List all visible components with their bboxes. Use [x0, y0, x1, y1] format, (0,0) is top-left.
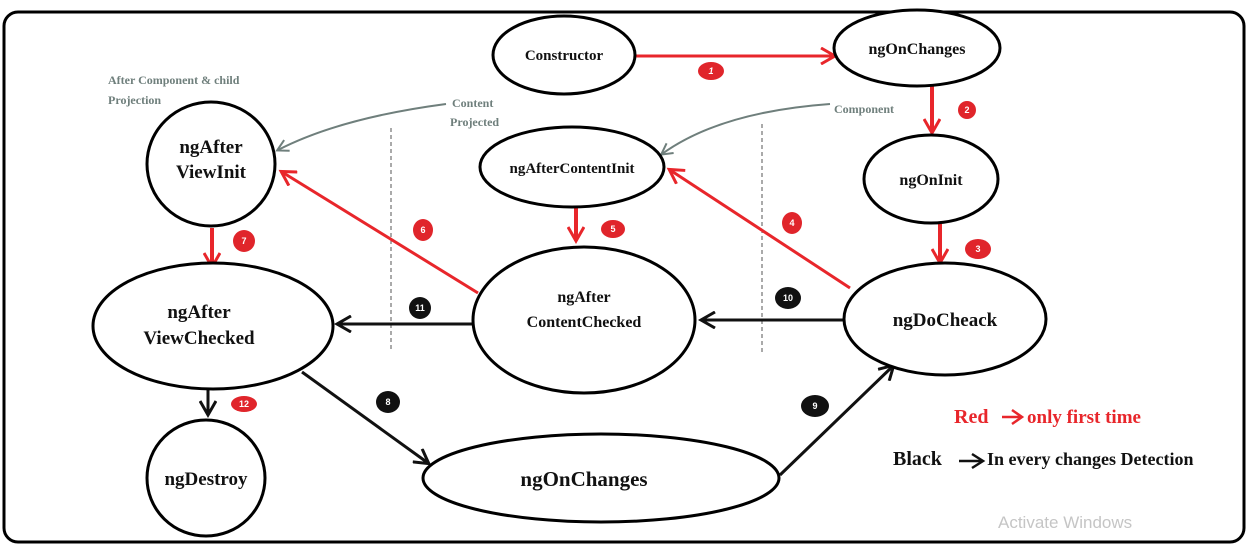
badge-6: 6 [413, 219, 433, 241]
svg-text:ngAfterContentInit: ngAfterContentInit [510, 161, 635, 177]
svg-text:11: 11 [415, 303, 425, 313]
badge-1: 1 [698, 62, 724, 80]
activate-windows-watermark: Activate Windows [998, 513, 1132, 532]
svg-text:1: 1 [708, 66, 713, 76]
arrow-8 [301, 370, 428, 463]
legend-red-word: Red [954, 406, 988, 428]
svg-text:ngOnInit: ngOnInit [899, 172, 963, 189]
badge-3: 3 [965, 239, 991, 259]
node-ngafterviewinit: ngAfter ViewInit [145, 100, 277, 228]
svg-text:ngOnChanges: ngOnChanges [520, 467, 647, 491]
legend-red-desc: only first time [1027, 407, 1141, 428]
svg-text:9: 9 [812, 401, 817, 411]
legend-black-desc: In every changes Detection [987, 449, 1193, 469]
badge-7: 7 [233, 230, 255, 252]
arrow-content-projected [278, 103, 447, 150]
svg-text:Constructor: Constructor [525, 48, 604, 64]
svg-text:2: 2 [964, 105, 969, 115]
svg-text:ViewChecked: ViewChecked [143, 328, 255, 349]
annotation-projection: Projection [108, 93, 161, 107]
annotation-component: Component [834, 102, 894, 116]
node-constructor: Constructor [491, 14, 637, 96]
badge-2: 2 [958, 101, 976, 119]
svg-text:8: 8 [385, 397, 390, 407]
outer-frame [2, 10, 1246, 544]
svg-text:ngAfter: ngAfter [167, 302, 231, 323]
svg-text:5: 5 [610, 224, 615, 234]
badge-9: 9 [801, 395, 829, 417]
svg-text:ngDoCheack: ngDoCheack [893, 310, 998, 331]
badge-11: 11 [409, 297, 431, 319]
node-ngaftercontentchecked: ngAfter ContentChecked [471, 245, 697, 395]
arrow-4 [670, 170, 851, 290]
arrow-9 [778, 366, 893, 477]
legend-red: Red only first time [954, 406, 1141, 428]
svg-text:ContentChecked: ContentChecked [527, 314, 642, 331]
svg-text:3: 3 [975, 244, 980, 254]
svg-text:ngAfter: ngAfter [179, 137, 243, 158]
svg-text:ngDestroy: ngDestroy [164, 469, 248, 490]
node-ngonchanges-bottom: ngOnChanges [421, 432, 781, 524]
svg-text:6: 6 [420, 225, 425, 235]
node-ngdestroy: ngDestroy [145, 418, 267, 538]
annotation-after-component: After Component & child [108, 73, 240, 87]
annotation-content: Content [452, 96, 493, 110]
svg-text:ViewInit: ViewInit [176, 162, 247, 183]
svg-text:ngOnChanges: ngOnChanges [869, 41, 966, 58]
node-ngdocheck: ngDoCheack [842, 261, 1048, 377]
legend-black: Black In every changes Detection [893, 448, 1193, 470]
badge-8: 8 [376, 391, 400, 413]
node-ngaftercontentinit: ngAfterContentInit [478, 125, 666, 209]
badge-12: 12 [231, 396, 257, 412]
legend-black-arrowhead-icon [971, 452, 986, 470]
legend-black-word: Black [893, 448, 943, 470]
svg-text:4: 4 [789, 218, 794, 228]
node-ngafterviewchecked: ngAfter ViewChecked [91, 261, 335, 391]
node-ngoninit: ngOnInit [862, 133, 1000, 225]
svg-text:ngAfter: ngAfter [557, 289, 610, 306]
arrow-6 [282, 172, 479, 295]
arrow-component [662, 103, 831, 154]
badge-4: 4 [782, 212, 802, 234]
badge-5: 5 [601, 220, 625, 238]
legend-red-arrowhead-icon [1011, 408, 1025, 426]
node-ngonchanges-top: ngOnChanges [832, 8, 1002, 88]
badge-10: 10 [775, 287, 801, 309]
svg-text:7: 7 [241, 236, 246, 246]
svg-text:12: 12 [239, 399, 249, 409]
annotation-projected: Projected [450, 115, 499, 129]
svg-text:10: 10 [783, 293, 793, 303]
